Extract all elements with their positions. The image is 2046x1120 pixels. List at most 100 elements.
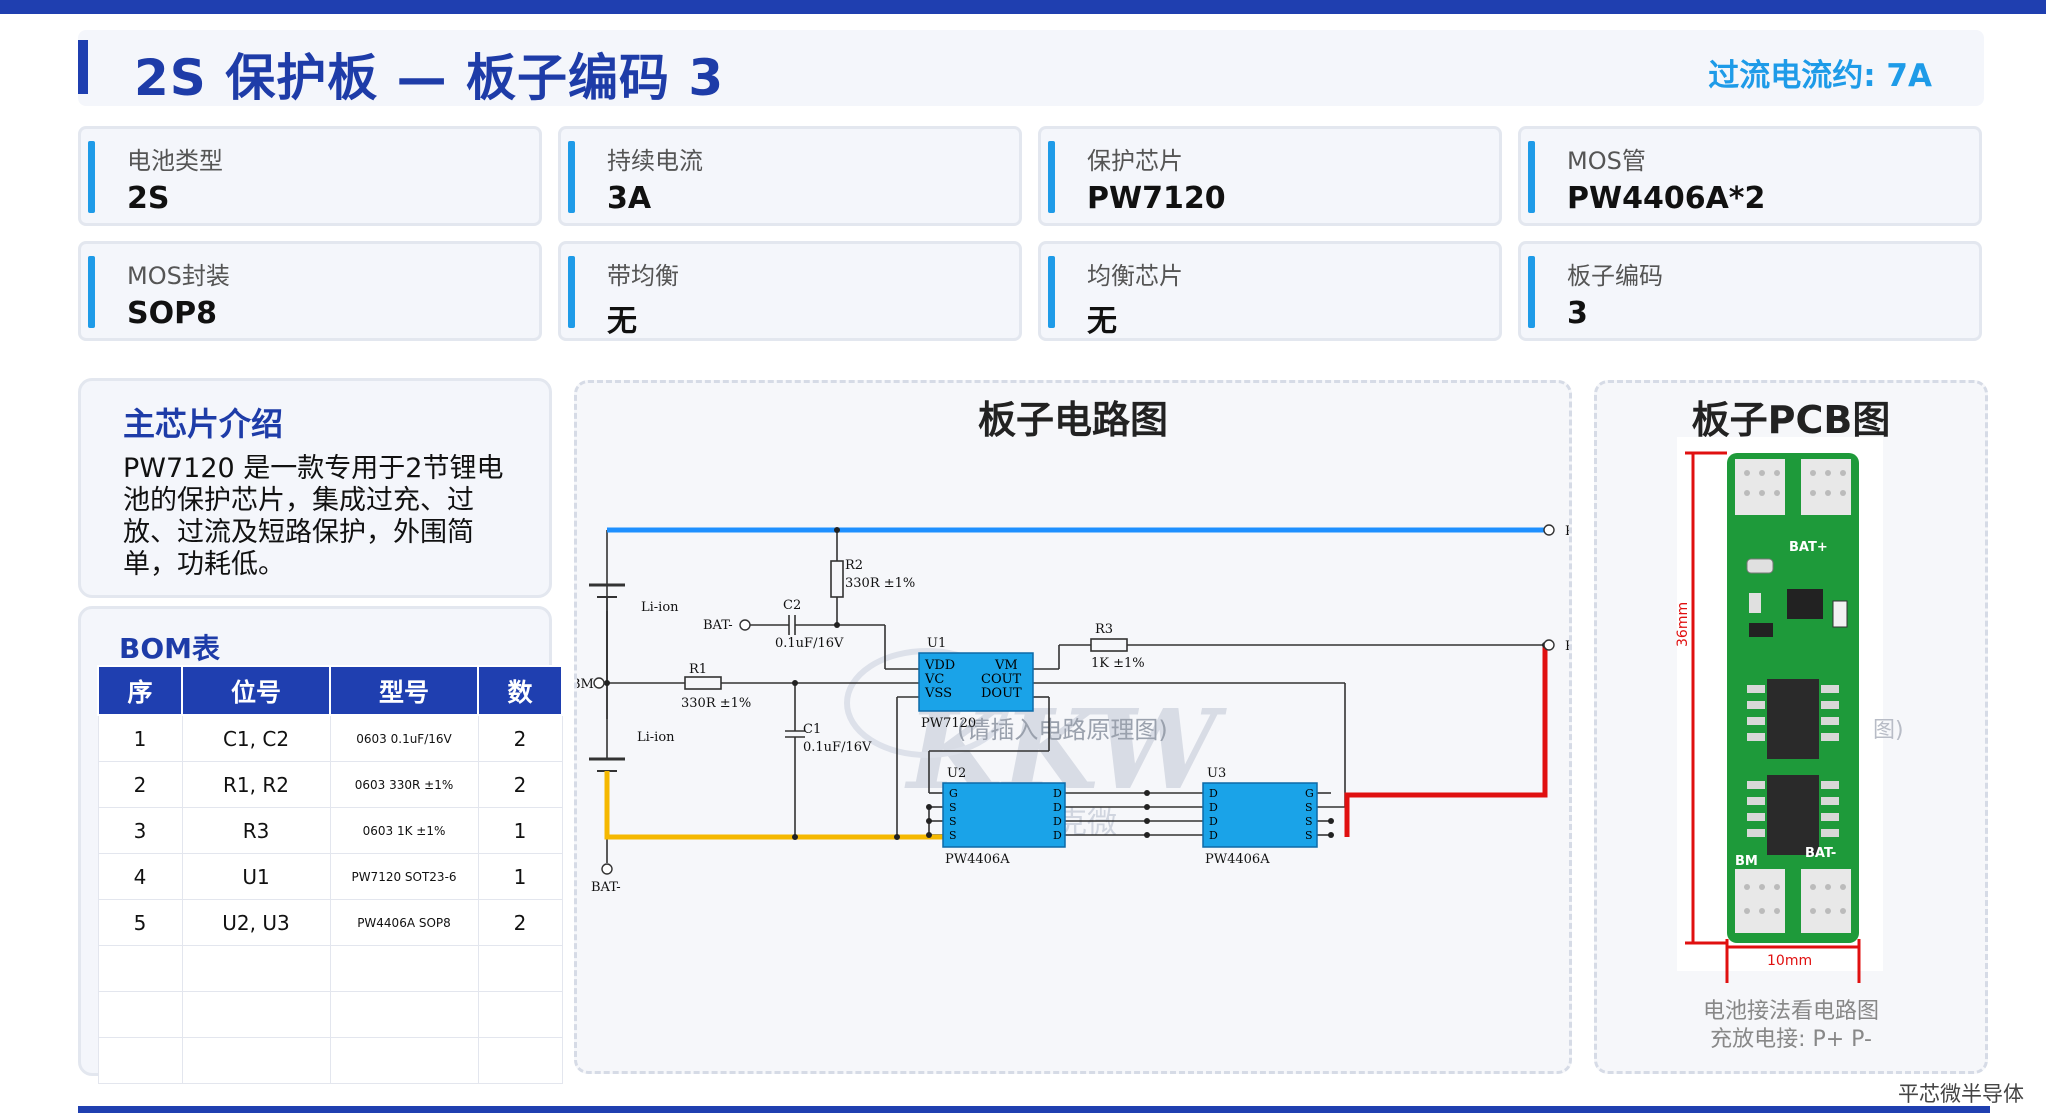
spec-card-mos-package: MOS封装 SOP8: [78, 241, 542, 341]
bom-cell: 2: [477, 714, 563, 762]
bom-cell: 5: [97, 899, 183, 946]
pcb-mosfet-1: [1767, 679, 1819, 759]
pin-d: D: [1209, 829, 1218, 842]
title-accent: [78, 40, 88, 94]
pin-cout: COUT: [981, 672, 1022, 687]
circuit-schematic: KKW 芯克微 (请插入电路原理图): [577, 524, 1569, 895]
spec-value: 无: [1087, 304, 1117, 339]
bom-cell: U1: [181, 853, 331, 900]
spec-card-continuous-current: 持续电流 3A: [558, 126, 1022, 226]
bom-cell: 0603 0.1uF/16V: [329, 714, 479, 762]
pin-d: D: [1209, 801, 1218, 814]
label-liion-1: Li-ion: [641, 600, 679, 615]
label-u3-part: PW4406A: [1205, 852, 1270, 867]
pin-dout: DOUT: [981, 686, 1022, 701]
pin-d: D: [1053, 829, 1062, 842]
table-row: 4 U1 PW7120 SOT23-6 1: [97, 853, 563, 900]
pcb-silk-bat-plus: BAT+: [1789, 540, 1828, 555]
table-row-empty: [97, 945, 563, 992]
spec-card-protection-chip: 保护芯片 PW7120: [1038, 126, 1502, 226]
circuit-panel: 板子电路图 KKW 芯克微 (请插入电路原理图): [574, 380, 1572, 1074]
label-bm: BM: [577, 677, 594, 692]
bom-cell: PW4406A SOP8: [329, 899, 479, 946]
bom-cell: 2: [97, 761, 183, 808]
spec-label: MOS管: [1567, 147, 1646, 175]
table-row-empty: [97, 1037, 563, 1084]
label-u2: U2: [947, 766, 966, 781]
label-p-plus: P+: [1565, 524, 1569, 539]
card-accent: [1048, 141, 1055, 213]
pcb-silk-bm: BM: [1735, 854, 1758, 869]
spec-label: 板子编码: [1567, 262, 1663, 290]
spec-label: 保护芯片: [1087, 147, 1183, 175]
pin-d: D: [1209, 815, 1218, 828]
card-accent: [1528, 141, 1535, 213]
pcb-height-label: 36mm: [1675, 602, 1691, 647]
pin-vm: VM: [994, 658, 1018, 673]
bom-cell: 2: [477, 761, 563, 808]
pin-s: S: [1305, 801, 1313, 814]
pin-d: D: [1209, 787, 1218, 800]
spec-card-balance-chip: 均衡芯片 无: [1038, 241, 1502, 341]
label-u2-part: PW4406A: [945, 852, 1010, 867]
spec-value: PW4406A*2: [1567, 181, 1766, 216]
bom-cell: U2, U3: [181, 899, 331, 946]
pin-g: G: [949, 787, 958, 800]
bom-header-qty: 数: [477, 665, 563, 716]
pcb-panel: 板子PCB图: [1594, 380, 1988, 1074]
pin-vc: VC: [924, 672, 944, 687]
label-u1-part: PW7120: [921, 716, 976, 731]
card-accent: [88, 141, 95, 213]
pcb-note-charge: 充放电接: P+ P-: [1710, 1027, 1872, 1052]
label-p-minus: P-: [1565, 639, 1569, 654]
pcb-silk-bat-minus: BAT-: [1805, 846, 1836, 861]
spec-label: 持续电流: [607, 147, 703, 175]
spec-label: 带均衡: [607, 262, 679, 290]
label-r1-value: 330R ±1%: [681, 696, 751, 711]
bom-panel: BOM表 序 位号 型号 数 1 C1, C2 0603 0.1uF/16V 2…: [78, 606, 563, 1084]
card-accent: [568, 141, 575, 213]
card-accent: [1528, 256, 1535, 328]
table-row: 2 R1, R2 0603 330R ±1% 2: [97, 761, 563, 808]
pin-g: G: [1305, 787, 1314, 800]
pcb-photo: BM BAT- BAT+ 36mm 10mm 图): [1675, 437, 1904, 983]
top-accent-bar: [0, 0, 2046, 14]
label-r2-value: 330R ±1%: [845, 576, 915, 591]
bottom-accent-bar: [78, 1106, 1990, 1113]
chip-intro-title: 主芯片介绍: [123, 405, 284, 443]
circuit-placeholder: (请插入电路原理图): [957, 716, 1168, 744]
label-c2: C2: [783, 598, 801, 613]
pin-s: S: [1305, 815, 1313, 828]
card-accent: [88, 256, 95, 328]
bom-header-index: 序: [97, 665, 183, 716]
bom-cell: 2: [477, 899, 563, 946]
label-r2: R2: [845, 558, 863, 573]
label-u1: U1: [927, 636, 946, 651]
bom-cell: C1, C2: [181, 714, 331, 762]
pin-d: D: [1053, 801, 1062, 814]
pin-s: S: [1305, 829, 1313, 842]
bom-header-row: 序 位号 型号 数: [97, 665, 563, 716]
spec-value: 3A: [607, 181, 652, 216]
bat-minus-trace: [604, 771, 943, 840]
pin-vdd: VDD: [924, 658, 955, 673]
circuit-title: 板子电路图: [977, 398, 1168, 442]
u1-chip: [918, 652, 1034, 712]
chip-intro-text: PW7120 是一款专用于2节锂电池的保护芯片，集成过充、过放、过流及短路保护，…: [123, 453, 504, 580]
spec-value: SOP8: [127, 296, 217, 331]
pcb-width-label: 10mm: [1767, 953, 1812, 969]
label-bat-minus-top: BAT-: [703, 618, 733, 633]
bom-cell: 1: [97, 714, 183, 762]
bom-header-ref: 位号: [181, 665, 331, 716]
pin-vss: VSS: [924, 686, 952, 701]
card-accent: [1048, 256, 1055, 328]
u3-mosfet: [1202, 782, 1318, 848]
bom-table: 序 位号 型号 数 1 C1, C2 0603 0.1uF/16V 2 2 R1…: [97, 665, 563, 1084]
label-liion-2: Li-ion: [637, 730, 675, 745]
overcurrent-text: 过流电流约: 7A: [1708, 58, 1932, 94]
label-r1: R1: [689, 662, 707, 677]
spec-value: 2S: [127, 181, 170, 216]
bom-cell: 4: [97, 853, 183, 900]
label-bat-minus-bottom: BAT-: [591, 880, 621, 895]
bom-cell: R3: [181, 807, 331, 854]
